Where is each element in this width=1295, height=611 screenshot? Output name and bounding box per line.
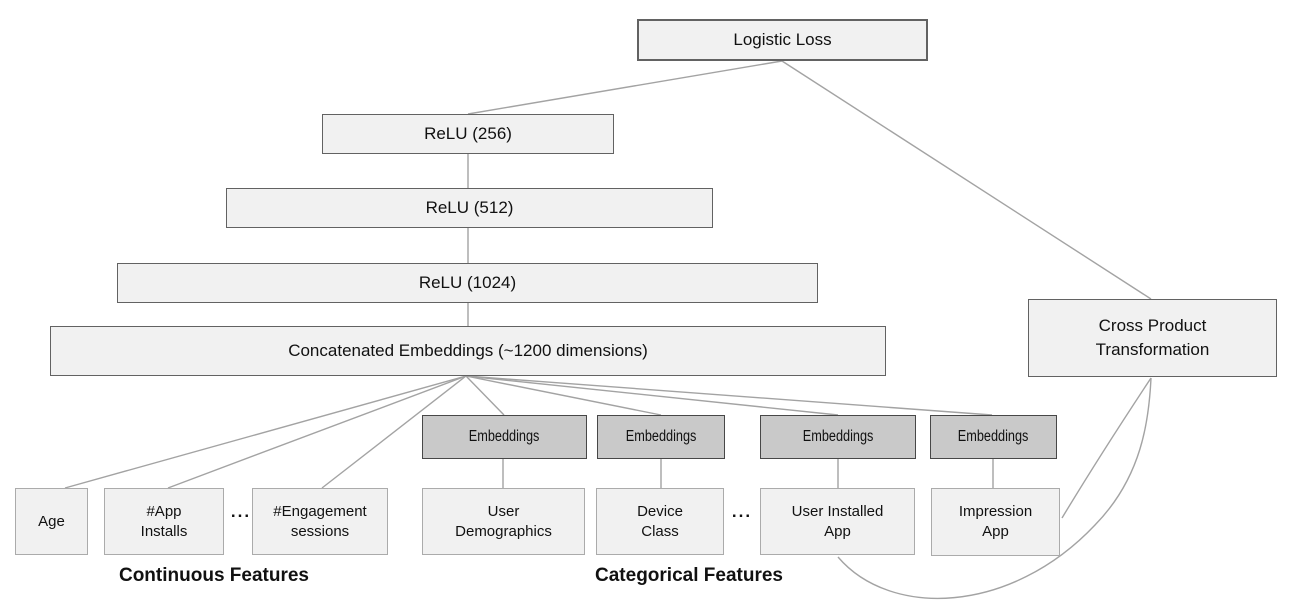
connector-logistic-to-crossproduct	[781, 60, 1152, 300]
node-user-demographics: User Demographics	[422, 488, 585, 555]
node-embedding-2: Embeddings	[597, 415, 725, 459]
node-relu-512: ReLU (512)	[226, 188, 713, 228]
node-impression-app: Impression App	[931, 488, 1060, 556]
connector-concat-appinstalls	[167, 375, 467, 489]
connector-concat-age	[64, 375, 467, 489]
node-device-class: Device Class	[596, 488, 724, 555]
node-cross-product-transformation: Cross Product Transformation	[1028, 299, 1277, 377]
node-embedding-4: Embeddings	[930, 415, 1057, 459]
categorical-features-label: Categorical Features	[595, 565, 783, 586]
node-concatenated-embeddings: Concatenated Embeddings (~1200 dimension…	[50, 326, 886, 376]
connector-concat-embedding1	[465, 375, 505, 416]
node-logistic-loss: Logistic Loss	[637, 19, 928, 61]
continuous-features-label: Continuous Features	[118, 565, 309, 586]
connector-concat-embedding2	[465, 375, 662, 416]
connector-concat-embedding4	[465, 375, 993, 416]
connector-concat-engagement	[321, 375, 467, 489]
node-age: Age	[15, 488, 88, 555]
node-relu-1024: ReLU (1024)	[117, 263, 818, 303]
embedding-2-label: Embeddings	[625, 428, 697, 445]
node-relu-256: ReLU (256)	[322, 114, 614, 154]
embedding-1-label: Embeddings	[469, 428, 540, 445]
connector-concat-embedding3	[465, 375, 839, 416]
connector-logistic-to-relu256	[467, 60, 783, 115]
continuous-ellipsis: ...	[230, 502, 252, 521]
node-user-installed-app: User Installed App	[760, 488, 915, 555]
connector-crossproduct-userinstalled-curve	[837, 377, 1152, 600]
node-embedding-3: Embeddings	[760, 415, 916, 459]
categorical-ellipsis: ...	[731, 502, 753, 521]
node-engagement-sessions: #Engagement sessions	[252, 488, 388, 555]
node-app-installs: #App Installs	[104, 488, 224, 555]
node-embedding-1: Embeddings	[422, 415, 587, 459]
embedding-3-label: Embeddings	[802, 428, 874, 445]
connector-crossproduct-impression-curve	[1061, 377, 1152, 519]
embedding-4-label: Embeddings	[958, 428, 1029, 445]
